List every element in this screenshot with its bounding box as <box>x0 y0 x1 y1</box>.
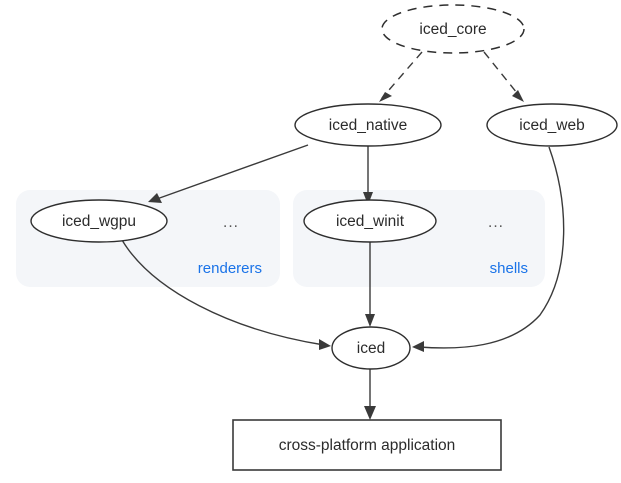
edge-iced-to-application <box>364 369 376 420</box>
node-iced-shape[interactable] <box>331 326 411 370</box>
node-iced-wgpu-label: iced_wgpu <box>62 213 136 230</box>
edge-iced-native-to-iced-wgpu-arrowhead <box>148 193 162 203</box>
edge-iced-native-to-iced-winit <box>363 146 373 205</box>
node-iced-winit[interactable]: iced_winit <box>303 199 437 243</box>
edge-iced-core-to-iced-native-line <box>381 51 423 99</box>
node-iced-native-shape[interactable] <box>294 103 442 147</box>
node-cross-platform-application-shape[interactable] <box>232 419 502 471</box>
edge-iced-wgpu-to-iced <box>121 239 331 350</box>
edge-iced-wgpu-to-iced-arrowhead <box>319 339 331 350</box>
edge-iced-core-to-iced-web <box>483 51 524 102</box>
cluster-shells-ellipsis: ... <box>488 214 504 231</box>
edge-iced-to-application-arrowhead <box>364 406 376 420</box>
node-iced-label: iced <box>357 340 385 357</box>
node-iced-web-shape[interactable] <box>486 103 618 147</box>
node-iced-core-shape[interactable] <box>381 4 525 54</box>
cluster-shells-label: shells <box>490 260 528 277</box>
edge-iced-native-to-iced-wgpu <box>148 144 309 203</box>
edge-iced-native-to-iced-winit-arrowhead <box>363 192 373 205</box>
edge-iced-web-to-iced-line <box>418 146 565 349</box>
edge-iced-core-to-iced-native-arrowhead <box>379 92 392 102</box>
node-cross-platform-application[interactable]: cross-platform application <box>232 419 502 471</box>
edge-iced-web-to-iced-arrowhead <box>412 341 424 352</box>
node-iced-core-label: iced_core <box>419 21 486 38</box>
edge-iced-core-to-iced-web-line <box>483 51 522 99</box>
edge-iced-core-to-iced-native <box>379 51 423 102</box>
edge-iced-winit-to-iced-arrowhead <box>365 314 375 327</box>
cluster-renderers-ellipsis: ... <box>223 214 239 231</box>
node-iced-native-label: iced_native <box>329 117 407 134</box>
node-cross-platform-application-label: cross-platform application <box>279 437 456 454</box>
node-iced-wgpu-shape[interactable] <box>30 199 168 243</box>
cluster-renderers-label: renderers <box>198 260 262 277</box>
edge-iced-web-to-iced <box>412 146 565 352</box>
node-iced-wgpu[interactable]: iced_wgpu <box>30 199 168 243</box>
node-iced-native[interactable]: iced_native <box>294 103 442 147</box>
edge-iced-winit-to-iced <box>365 241 375 327</box>
edge-iced-native-to-iced-wgpu-line <box>153 144 309 201</box>
node-iced-web-label: iced_web <box>519 117 585 134</box>
node-iced-winit-shape[interactable] <box>303 199 437 243</box>
edge-iced-wgpu-to-iced-line <box>121 239 325 346</box>
node-iced-web[interactable]: iced_web <box>486 103 618 147</box>
edge-iced-core-to-iced-web-arrowhead <box>512 90 524 102</box>
node-iced-core[interactable]: iced_core <box>381 4 525 54</box>
node-iced[interactable]: iced <box>331 326 411 370</box>
node-iced-winit-label: iced_winit <box>336 213 405 230</box>
